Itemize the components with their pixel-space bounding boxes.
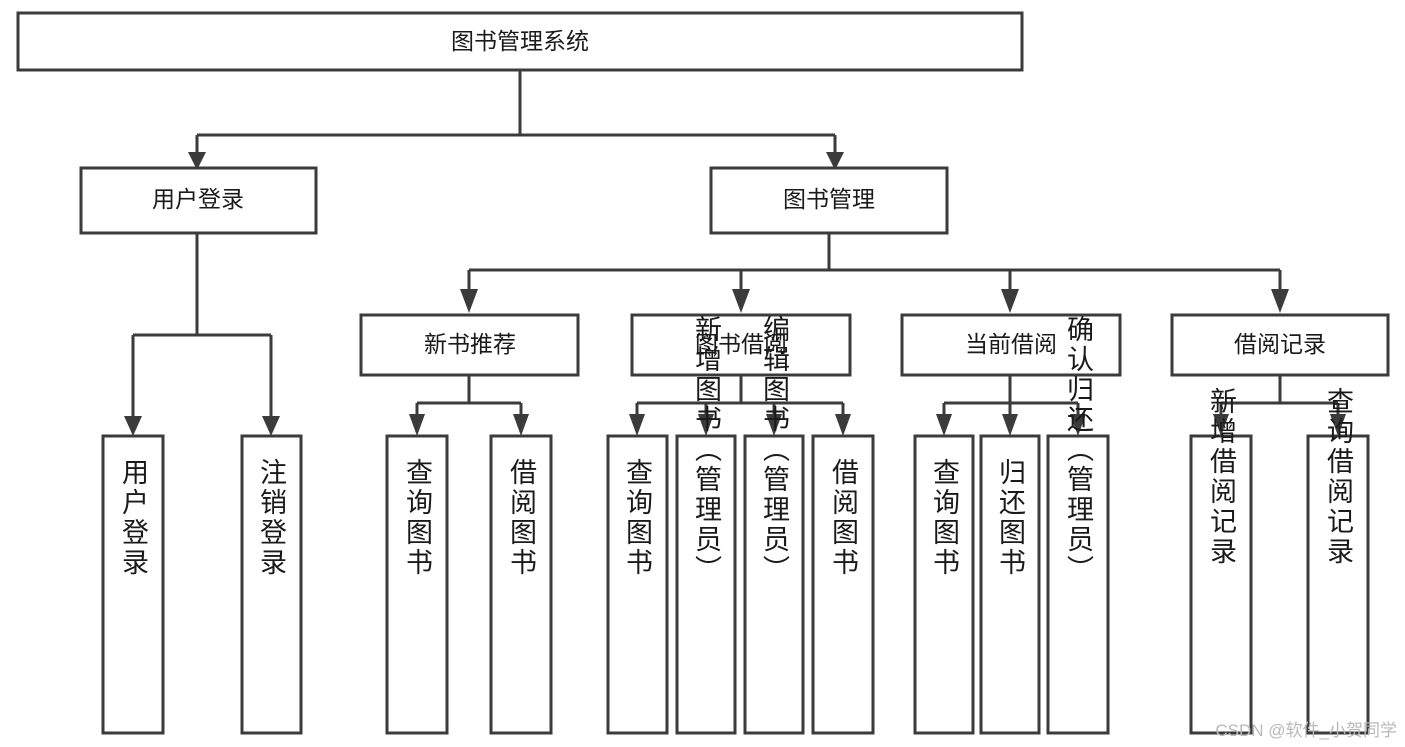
node-leaf-edit-book[interactable]: 编辑图书（管理员） (743, 315, 805, 735)
arrow-head-icon (409, 414, 425, 436)
arrow-head-icon (1330, 414, 1346, 436)
node-book-management-label: 图书管理 (783, 186, 875, 212)
node-user-login-label: 用户登录 (152, 186, 244, 212)
node-leaf-confirm-return-label: 确认归还（管理员） (1063, 315, 1094, 585)
node-leaf-query-book-2[interactable]: 查询图书 (606, 434, 669, 735)
node-leaf-edit-book-label: 编辑图书（管理员） (759, 315, 790, 585)
node-book-borrow[interactable]: 图书借阅 (630, 313, 852, 377)
arrow-head-icon (732, 289, 750, 313)
node-borrow-record-label: 借阅记录 (1234, 331, 1326, 357)
arrow-head-icon (1002, 414, 1018, 436)
node-leaf-return-book-label: 归还图书 (995, 458, 1026, 578)
node-leaf-query-book-3[interactable]: 查询图书 (913, 434, 975, 735)
connector-root-to-level2 (188, 70, 844, 170)
connector-borrow-record-to-leaves (1213, 375, 1346, 436)
arrow-head-icon (1001, 289, 1019, 313)
node-leaf-user-logout-label: 注销登录 (256, 458, 287, 578)
node-leaf-add-book-label: 新增图书（管理员） (691, 315, 722, 585)
arrow-head-icon (1213, 414, 1229, 436)
node-current-borrow[interactable]: 当前借阅 (900, 313, 1122, 377)
connector-book-management-to-level3 (460, 233, 1289, 313)
node-leaf-borrow-book-1[interactable]: 借阅图书 (489, 434, 553, 735)
arrow-head-icon (698, 414, 714, 436)
node-leaf-query-book-3-label: 查询图书 (929, 458, 960, 578)
arrow-head-icon (766, 414, 782, 436)
arrow-head-icon (835, 414, 851, 436)
arrow-head-icon (262, 416, 280, 436)
node-leaf-add-record-label: 新增借阅记录 (1206, 387, 1237, 567)
arrow-head-icon (124, 416, 142, 436)
node-leaf-return-book[interactable]: 归还图书 (979, 434, 1041, 735)
node-borrow-record[interactable]: 借阅记录 (1170, 313, 1390, 377)
connector-user-login-to-leaves (124, 233, 280, 436)
node-leaf-confirm-return[interactable]: 确认归还（管理员） (1046, 315, 1110, 735)
node-leaf-query-book-1[interactable]: 查询图书 (385, 434, 449, 735)
arrow-head-icon (513, 414, 529, 436)
node-leaf-borrow-book-1-label: 借阅图书 (506, 458, 537, 578)
node-leaf-add-record[interactable]: 新增借阅记录 (1189, 387, 1253, 735)
node-leaf-borrow-book-2-label: 借阅图书 (828, 458, 859, 578)
node-book-borrow-label: 图书借阅 (695, 331, 787, 357)
node-leaf-user-logout[interactable]: 注销登录 (240, 434, 303, 735)
arrow-head-icon (1070, 414, 1086, 436)
node-root-label: 图书管理系统 (451, 28, 589, 54)
node-leaf-add-book[interactable]: 新增图书（管理员） (675, 315, 737, 735)
arrow-head-icon (188, 152, 206, 170)
arrow-head-icon (460, 289, 478, 313)
arrow-head-icon (1271, 289, 1289, 313)
node-leaf-query-record[interactable]: 查询借阅记录 (1306, 387, 1370, 735)
connector-new-book-recommend-to-leaves (409, 375, 529, 436)
node-leaf-user-login-label: 用户登录 (118, 458, 149, 578)
node-leaf-query-record-label: 查询借阅记录 (1323, 387, 1354, 567)
node-book-management[interactable]: 图书管理 (709, 166, 949, 235)
arrow-head-icon (629, 414, 645, 436)
node-new-book-recommend[interactable]: 新书推荐 (359, 313, 580, 377)
connector-book-borrow-to-leaves (629, 375, 851, 436)
connector-current-borrow-to-leaves (936, 375, 1086, 436)
node-leaf-query-book-1-label: 查询图书 (402, 458, 433, 578)
node-root[interactable]: 图书管理系统 (16, 11, 1024, 72)
node-new-book-recommend-label: 新书推荐 (424, 331, 516, 357)
node-leaf-user-login[interactable]: 用户登录 (101, 434, 165, 735)
arrow-head-icon (936, 414, 952, 436)
arrow-head-icon (826, 152, 844, 170)
node-user-login[interactable]: 用户登录 (79, 166, 318, 235)
node-leaf-query-book-2-label: 查询图书 (622, 458, 653, 578)
node-leaf-borrow-book-2[interactable]: 借阅图书 (811, 434, 875, 735)
node-current-borrow-label: 当前借阅 (965, 331, 1057, 357)
